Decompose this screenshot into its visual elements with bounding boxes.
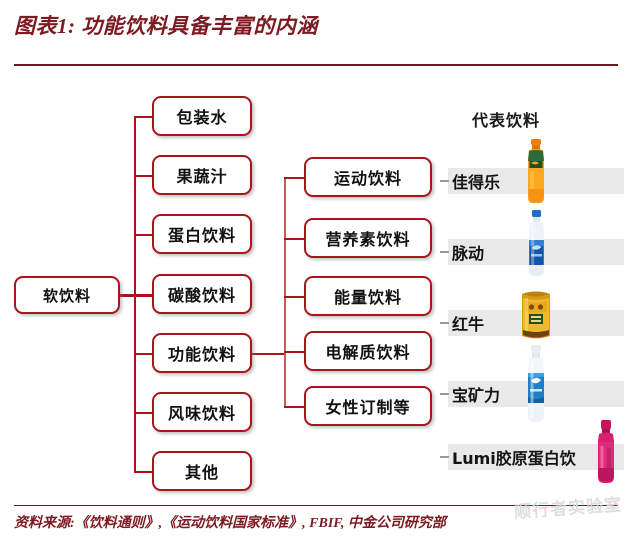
tree-node-female-custom[interactable]: 女性订制等 [304, 386, 432, 426]
mizone-bottle-icon [529, 210, 544, 276]
stub-l2-3 [284, 351, 306, 353]
beverage-label: 红牛 [452, 315, 485, 334]
stub-l1-1 [134, 175, 156, 177]
stub-l1-3 [134, 294, 156, 296]
row-tick [440, 251, 449, 253]
row-tick [440, 456, 449, 458]
tree-node-functional[interactable]: 功能饮料 [152, 333, 252, 373]
tree-node-other[interactable]: 其他 [152, 451, 252, 491]
watermark: 顺行者实验室 [513, 495, 623, 523]
stub-l1-0 [134, 116, 156, 118]
tree-node-carbonated[interactable]: 碳酸饮料 [152, 274, 252, 314]
row-tick [440, 393, 449, 395]
row-tick [440, 322, 449, 324]
page-title: 图表1: 功能饮料具备丰富的内涵 [14, 14, 318, 38]
tree-node-nutrient-drink[interactable]: 营养素饮料 [304, 218, 432, 258]
stub-l1-5 [134, 412, 156, 414]
tree-node-root[interactable]: 软饮料 [14, 276, 120, 314]
tree-node-energy-drink[interactable]: 能量饮料 [304, 276, 432, 316]
beverage-label: 佳得乐 [452, 173, 501, 192]
tree-node-electrolyte-drink[interactable]: 电解质饮料 [304, 331, 432, 371]
stub-l1-4 [134, 353, 156, 355]
stub-l2-0 [284, 177, 306, 179]
stub-l1-2 [134, 234, 156, 236]
beverage-label: Lumi胶原蛋白饮 [452, 449, 576, 468]
beverage-row[interactable]: Lumi胶原蛋白饮 [440, 444, 632, 470]
panel-title: 代表饮料 [472, 111, 541, 130]
tree-node-flavored[interactable]: 风味饮料 [152, 392, 252, 432]
pocari-bottle-icon [528, 345, 544, 422]
stub-l2-1 [284, 238, 306, 240]
redbull-can-icon [522, 291, 550, 339]
beverage-label: 宝矿力 [452, 386, 501, 405]
header-divider [14, 64, 618, 66]
footer-divider [14, 505, 618, 506]
trunk-level1 [134, 116, 136, 471]
tree-node-juice[interactable]: 果蔬汁 [152, 155, 252, 195]
row-tick [440, 180, 449, 182]
branch-feed-functional [252, 353, 286, 355]
beverage-label: 脉动 [452, 244, 485, 263]
row-band [448, 444, 624, 470]
source-note: 资料来源:《饮料通则》,《运动饮料国家标准》, FBIF, 中金公司研究部 [14, 516, 446, 531]
trunk-level2 [284, 177, 286, 407]
tree-node-sports-drink[interactable]: 运动饮料 [304, 157, 432, 197]
stub-l2-4 [284, 406, 306, 408]
tree-node-bottled-water[interactable]: 包装水 [152, 96, 252, 136]
lumi-bottle-icon [598, 420, 614, 483]
tree-node-protein-drink[interactable]: 蛋白饮料 [152, 214, 252, 254]
stub-l1-6 [134, 471, 156, 473]
gatorade-bottle-icon [528, 139, 544, 203]
stub-l2-2 [284, 296, 306, 298]
